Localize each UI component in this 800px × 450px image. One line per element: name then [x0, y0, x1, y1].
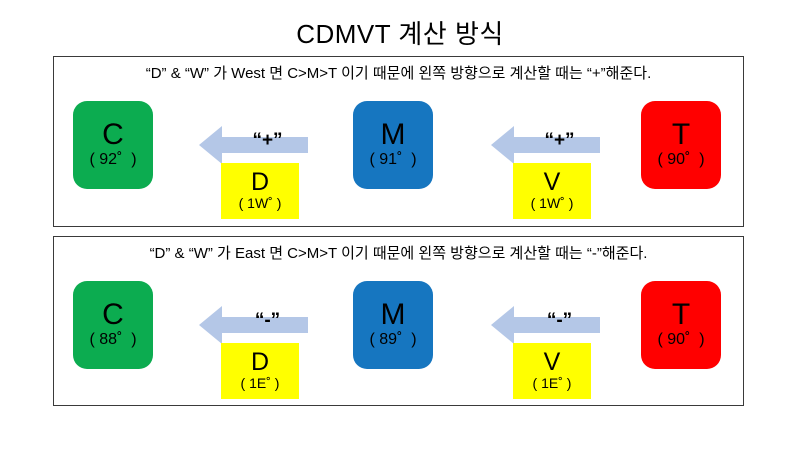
box-m-value: ( 91˚ ) [369, 151, 417, 168]
box-c-value: ( 92˚ ) [89, 151, 137, 168]
box-v-letter: V [543, 168, 561, 196]
panel-east: “D” & “W” 가 East 면 C>M>T 이기 때문에 왼쪽 방향으로 … [53, 236, 744, 406]
left-arrow-icon [491, 306, 600, 344]
box-t-west: T ( 90˚ ) [641, 101, 721, 189]
box-t-east: T ( 90˚ ) [641, 281, 721, 369]
arrow-minus-right: “-” [491, 306, 600, 344]
box-m-east: M ( 89˚ ) [353, 281, 433, 369]
box-d-value: ( 1E˚ ) [240, 375, 280, 391]
panel-west-header: “D” & “W” 가 West 면 C>M>T 이기 때문에 왼쪽 방향으로 … [145, 65, 652, 82]
box-m-letter: M [380, 298, 406, 331]
panel-east-header: “D” & “W” 가 East 면 C>M>T 이기 때문에 왼쪽 방향으로 … [149, 245, 648, 262]
arrow-plus-right: “+” [491, 126, 600, 164]
arrow-minus-label: “-” [546, 310, 573, 331]
page-title: CDMVT 계산 방식 [296, 19, 504, 49]
box-d-east: D ( 1E˚ ) [221, 343, 299, 399]
left-arrow-icon [491, 126, 600, 164]
box-d-west: D ( 1W˚ ) [221, 163, 299, 219]
box-c-value: ( 88˚ ) [89, 331, 137, 348]
box-t-value: ( 90˚ ) [657, 151, 705, 168]
box-m-value: ( 89˚ ) [369, 331, 417, 348]
box-t-value: ( 90˚ ) [657, 331, 705, 348]
box-d-letter: D [250, 168, 270, 196]
box-v-east: V ( 1E˚ ) [513, 343, 591, 399]
box-c-letter: C [102, 118, 124, 151]
arrow-plus-label: “+” [252, 130, 283, 151]
box-t-letter: T [671, 298, 691, 331]
box-v-west: V ( 1W˚ ) [513, 163, 591, 219]
left-arrow-icon [199, 306, 308, 344]
box-v-value: ( 1W˚ ) [530, 195, 574, 211]
arrow-plus-label: “+” [544, 130, 575, 151]
box-c-letter: C [102, 298, 124, 331]
box-m-letter: M [380, 118, 406, 151]
arrow-plus-left: “+” [199, 126, 308, 164]
box-t-letter: T [671, 118, 691, 151]
box-c-west: C ( 92˚ ) [73, 101, 153, 189]
box-d-letter: D [250, 348, 270, 376]
box-v-value: ( 1E˚ ) [532, 375, 572, 391]
arrow-minus-label: “-” [254, 310, 281, 331]
panel-west: “D” & “W” 가 West 면 C>M>T 이기 때문에 왼쪽 방향으로 … [53, 56, 744, 227]
box-c-east: C ( 88˚ ) [73, 281, 153, 369]
box-d-value: ( 1W˚ ) [238, 195, 282, 211]
box-m-west: M ( 91˚ ) [353, 101, 433, 189]
arrow-minus-left: “-” [199, 306, 308, 344]
left-arrow-icon [199, 126, 308, 164]
box-v-letter: V [543, 348, 561, 376]
